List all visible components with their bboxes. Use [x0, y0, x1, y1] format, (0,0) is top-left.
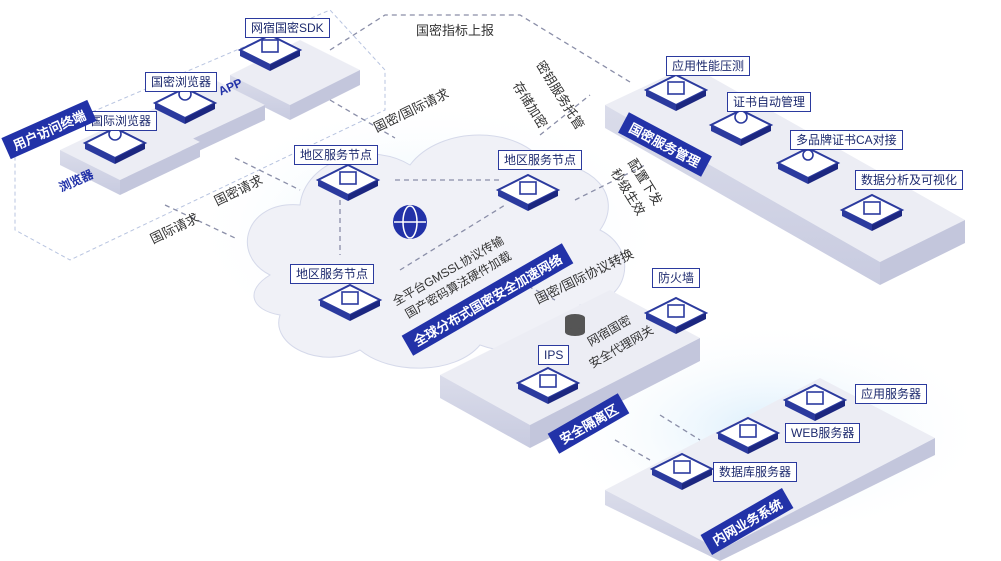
- terminal-dashed-area: [14, 9, 386, 261]
- app-server-label: 应用服务器: [855, 384, 928, 404]
- report-line: [329, 14, 631, 83]
- mgmt-item-3: 多品牌证书CA对接: [790, 130, 903, 150]
- sdk-label: 网宿国密SDK: [245, 18, 330, 38]
- intl-browser-label: 国际浏览器: [85, 111, 158, 131]
- ips-label: IPS: [538, 345, 570, 365]
- globe-icon: [393, 205, 427, 239]
- mgmt-item-1: 应用性能压测: [666, 56, 751, 76]
- mgmt-item-2: 证书自动管理: [727, 92, 812, 112]
- node3-label: 地区服务节点: [290, 264, 375, 284]
- node1-label: 地区服务节点: [294, 145, 379, 165]
- mgmt-item-4: 数据分析及可视化: [855, 170, 964, 190]
- rack-icon: [806, 391, 824, 405]
- chart-icon: [863, 201, 881, 215]
- node2-label: 地区服务节点: [498, 150, 583, 170]
- ips-icon: [539, 374, 557, 388]
- server-icon: [339, 171, 357, 185]
- network-icon: [802, 149, 814, 161]
- gateway-icon: [565, 314, 585, 336]
- rack-icon: [739, 424, 757, 438]
- report-label: 国密指标上报: [416, 23, 495, 38]
- web-server-label: WEB服务器: [785, 423, 861, 443]
- rack-icon: [673, 460, 691, 474]
- firewall-icon: [667, 304, 685, 318]
- db-server-label: 数据库服务器: [713, 462, 798, 482]
- platform-sdk: [230, 40, 360, 120]
- server-icon: [341, 291, 359, 305]
- gm-browser-label: 国密浏览器: [145, 72, 218, 92]
- sdk-icon: [261, 39, 279, 53]
- chip-icon: [667, 81, 685, 95]
- server-icon: [519, 181, 537, 195]
- flow-lines: [164, 14, 701, 461]
- firewall-label: 防火墙: [652, 268, 701, 288]
